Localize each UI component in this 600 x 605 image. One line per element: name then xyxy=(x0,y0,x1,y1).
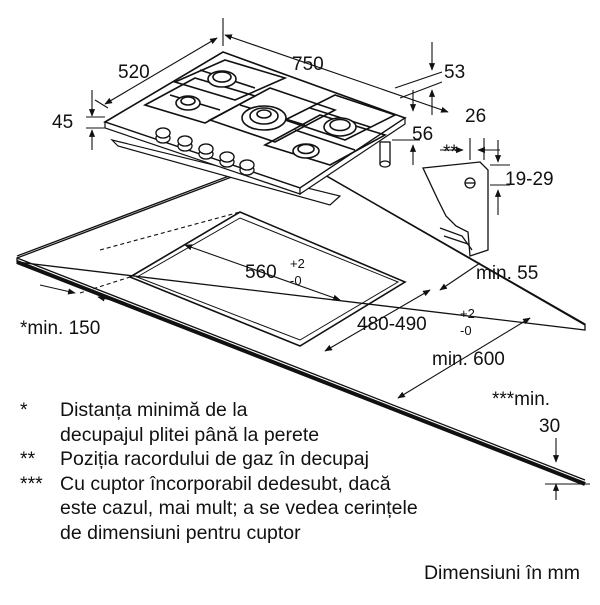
dim-19-29: 19-29 xyxy=(505,169,554,190)
cutout xyxy=(128,211,407,347)
dim-min-30-value: 30 xyxy=(539,416,560,437)
dim-56: 56 xyxy=(412,124,433,145)
dim-min-55: min. 55 xyxy=(476,263,538,284)
dimension-lines xyxy=(39,18,590,500)
legend-mark: *** xyxy=(20,472,43,495)
dim-min-600: min. 600 xyxy=(432,349,505,370)
dim-53: 53 xyxy=(444,62,465,83)
dim-45: 45 xyxy=(52,112,73,133)
legend-item-1: * Distanța minimă de la xyxy=(20,398,580,423)
legend-text: de dimensiuni pentru cuptor xyxy=(60,521,301,544)
dimension-labels: 750 520 45 53 56 26 ** 19-29 560 +2 -0 4… xyxy=(20,54,560,437)
dim-480-490-tol-minus: -0 xyxy=(460,323,472,338)
dim-480-490: 480-490 xyxy=(357,314,427,335)
legend-mark: ** xyxy=(20,448,36,470)
legend-text: decupajul plitei până la perete xyxy=(60,423,320,446)
dim-560-tol-plus: +2 xyxy=(290,256,305,271)
dim-min-150: *min. 150 xyxy=(20,318,100,339)
dim-750: 750 xyxy=(292,54,324,75)
legend-text: Distanța minimă de la xyxy=(60,399,248,421)
dim-min-30-label: ***min. xyxy=(492,389,550,410)
dim-560: 560 xyxy=(245,262,277,283)
dim-520: 520 xyxy=(118,62,150,83)
legend-item-3: *** Cu cuptor încorporabil dedesubt, dac… xyxy=(20,472,580,497)
hob xyxy=(103,51,407,206)
gas-position-mark: ** xyxy=(443,142,458,163)
legend-text: Cu cuptor încorporabil dedesubt, dacă xyxy=(60,472,391,495)
dim-480-490-tol-plus: +2 xyxy=(460,306,475,321)
legend: * Distanța minimă de la decupajul plitei… xyxy=(20,398,580,545)
legend-text: Poziția racordului de gaz în decupaj xyxy=(60,448,369,470)
gas-connector xyxy=(379,141,391,168)
legend-item-2: ** Poziția racordului de gaz în decupaj xyxy=(20,447,580,472)
control-knobs xyxy=(155,127,255,176)
legend-text: este cazul, mai mult; a se vedea cerințe… xyxy=(60,497,418,519)
legend-mark: * xyxy=(20,399,28,421)
units-note: Dimensiuni în mm xyxy=(423,562,580,584)
dim-26: 26 xyxy=(465,106,486,127)
dim-560-tol-minus: -0 xyxy=(290,273,302,288)
gas-connection-detail xyxy=(422,161,489,257)
